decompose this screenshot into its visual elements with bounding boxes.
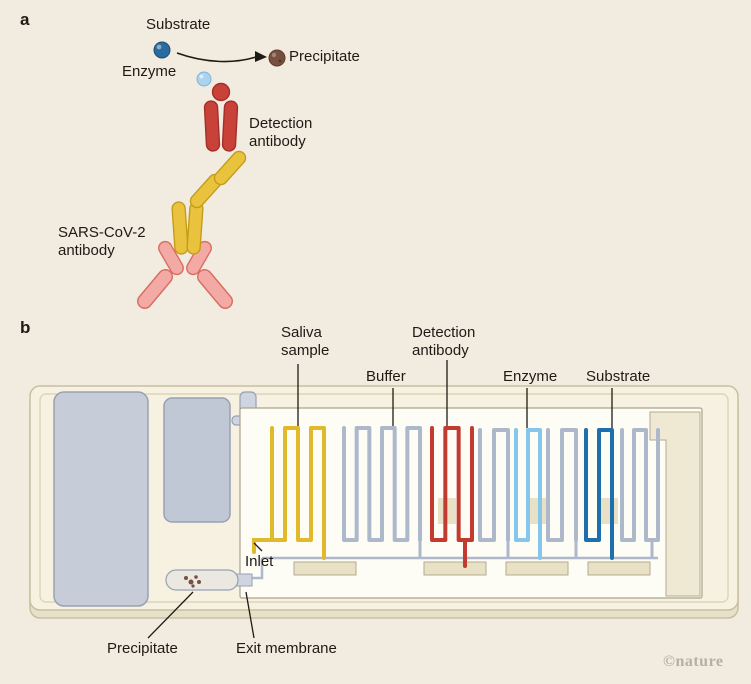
channel-saliva-sample bbox=[270, 426, 326, 542]
channel-buffer-3 bbox=[546, 428, 578, 542]
cartridge bbox=[29, 360, 739, 639]
pump-block bbox=[53, 391, 149, 607]
reaction-arrow bbox=[176, 51, 267, 63]
antibody-complex bbox=[137, 41, 286, 309]
panel-b-label: b bbox=[20, 318, 31, 337]
leader-exit-membrane bbox=[245, 591, 255, 639]
precipitate-speckle bbox=[184, 575, 201, 588]
buffer-label: Buffer bbox=[366, 368, 406, 385]
sars-capture-antibody bbox=[137, 240, 233, 309]
detection-antibody-shape bbox=[203, 82, 239, 152]
precipitate-label-b: Precipitate bbox=[107, 640, 178, 657]
inlet-label: Inlet bbox=[245, 553, 274, 570]
substrate-label-b: Substrate bbox=[586, 368, 651, 385]
channel-substrate bbox=[584, 428, 614, 542]
reservoir-block bbox=[163, 397, 231, 523]
substrate-label-a: Substrate bbox=[146, 16, 211, 33]
detection-antibody-label-a: Detection antibody bbox=[249, 115, 313, 151]
substrate-sphere bbox=[153, 41, 171, 59]
channel-buffer-4 bbox=[620, 428, 660, 542]
sars-cov-2-antibody bbox=[171, 150, 247, 255]
bottom-pad bbox=[505, 561, 569, 576]
waste-area bbox=[649, 411, 701, 597]
channel-detection-antibody bbox=[430, 426, 474, 542]
cartridge-inner-outline bbox=[39, 393, 729, 603]
bottom-pad bbox=[587, 561, 651, 576]
exit-membrane-label: Exit membrane bbox=[236, 640, 337, 657]
precipitate-label-a: Precipitate bbox=[289, 48, 360, 65]
sars-cov-2-antibody-label: SARS-CoV-2 antibody bbox=[58, 224, 146, 260]
valve-pad bbox=[600, 498, 618, 524]
saliva-sample-label: Saliva sample bbox=[281, 324, 330, 360]
panel-a-label: a bbox=[20, 10, 30, 29]
bottom-pad bbox=[293, 561, 357, 576]
enzyme-sphere bbox=[196, 71, 212, 87]
inlet-stub bbox=[252, 538, 274, 554]
exit-membrane-strip bbox=[165, 569, 239, 591]
channel-buffer-2 bbox=[478, 428, 510, 542]
channel-enzyme bbox=[514, 428, 542, 542]
precipitate-sphere bbox=[268, 49, 286, 67]
enzyme-label-b: Enzyme bbox=[503, 368, 558, 385]
detection-antibody-label-b: Detection antibody bbox=[412, 324, 476, 360]
channel-buffer-1 bbox=[342, 426, 423, 542]
leader-inlet bbox=[253, 542, 263, 552]
bottom-pad bbox=[423, 561, 487, 576]
nature-credit: ©nature bbox=[663, 653, 724, 670]
enzyme-label-a: Enzyme bbox=[122, 63, 177, 80]
valve-pad bbox=[528, 498, 546, 524]
leader-precipitate bbox=[147, 591, 194, 639]
